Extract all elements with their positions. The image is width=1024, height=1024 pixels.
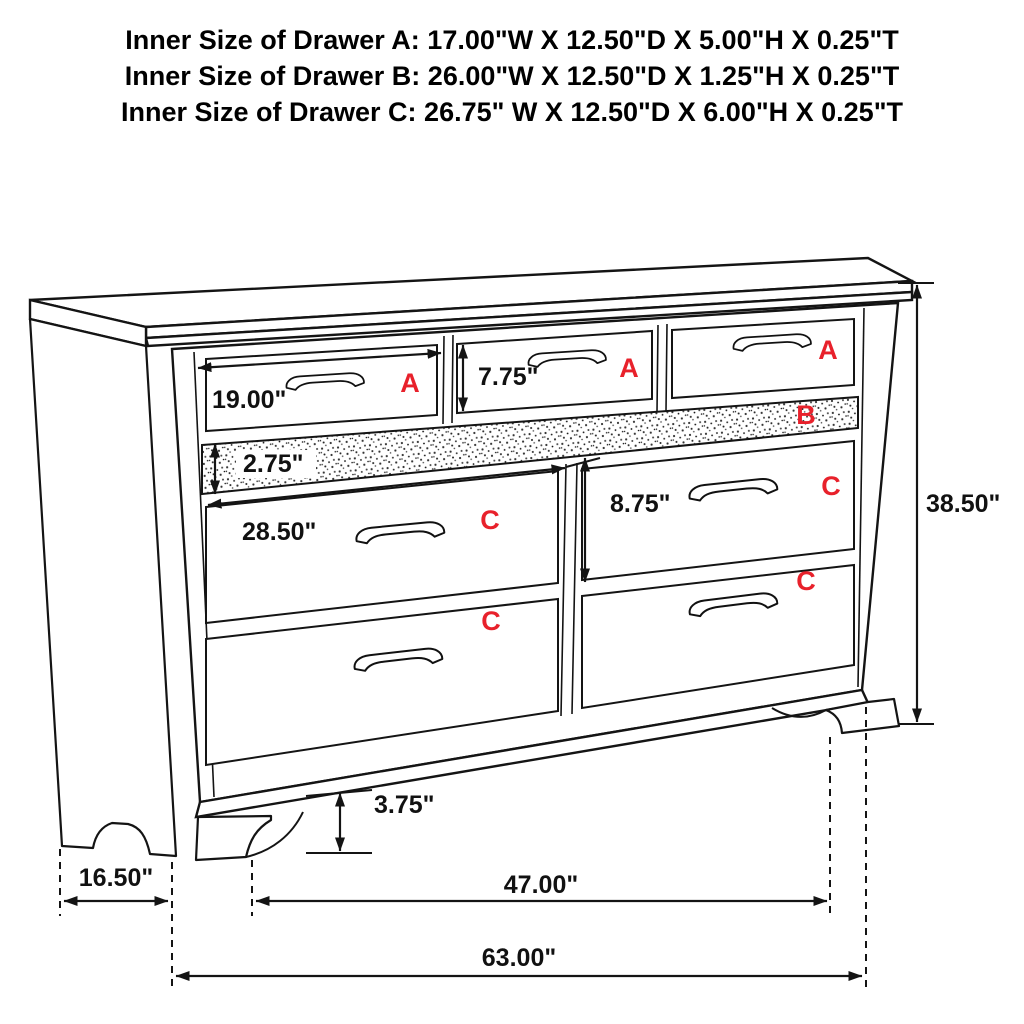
header: Inner Size of Drawer A: 17.00"W X 12.50"… [121,25,904,127]
label-drawer-a-top-left: A [400,368,420,398]
dimension-annotations: 19.00" 7.75" 2.75" 28.50" 8.75" 38.50" 3… [59,282,1000,992]
title-line-3: Inner Size of Drawer C: 26.75" W X 12.50… [121,97,904,127]
drawers: A A A B C C C C [201,317,859,767]
label-drawer-a-top-middle: A [619,353,639,383]
dim-arrow-drawer-a-width [197,348,442,373]
top-row-divider-left [442,334,454,425]
label-drawer-a-top-right: A [818,335,838,365]
dim-label-drawer-b-height: 2.75" [243,450,304,478]
dim-label-drawer-a-width: 19.00" [212,386,286,414]
dim-label-leg-span: 47.00" [504,871,578,899]
dim-label-drawer-a-height: 7.75" [478,363,539,391]
top-row-divider-right [656,323,668,413]
label-drawer-c-bottom-right: C [796,566,816,596]
dim-label-drawer-b-height-bg [236,450,316,478]
dim-label-side-depth: 16.50" [79,864,153,892]
dresser-left-side-panel [28,317,178,858]
label-drawer-c-mid-left: C [480,505,500,535]
drawer-a-top-middle [456,329,653,415]
right-apron-curve [771,707,827,718]
drawer-c-bottom-left [205,597,559,767]
drawer-c-bottom-right [581,563,855,710]
title-line-2: Inner Size of Drawer B: 26.00"W X 12.50"… [125,61,900,91]
dim-label-drawer-c-height: 8.75" [610,490,671,518]
label-drawer-c-mid-right: C [821,471,841,501]
dim-label-leg-height: 3.75" [374,791,435,819]
dim-label-overall-width: 63.00" [482,944,556,972]
label-drawer-c-bottom-left: C [481,606,501,636]
left-apron-curve [245,811,304,858]
dim-label-overall-height: 38.50" [926,490,1000,518]
front-right-leg [824,697,901,735]
label-drawer-b: B [796,400,816,430]
dim-label-drawer-c-width: 28.50" [242,518,316,546]
front-right-stile-line [857,307,865,688]
title-line-1: Inner Size of Drawer A: 17.00"W X 12.50"… [125,25,899,55]
dim-arrow-drawer-c-width [207,464,566,509]
